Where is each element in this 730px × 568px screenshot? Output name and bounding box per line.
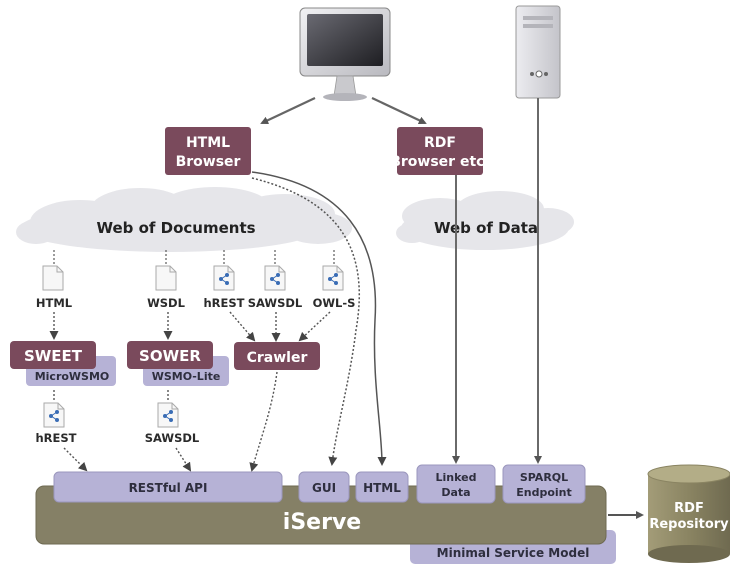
restful-api-interface: RESTful API — [53, 471, 283, 503]
rdf-repository-line1: RDF — [674, 501, 704, 516]
cloud-to-documents-connectors — [53, 250, 335, 264]
hrest-to-crawler-arrow — [229, 311, 256, 342]
html-browser-line2: Browser — [176, 154, 241, 170]
computer-monitor-icon — [299, 7, 391, 101]
iserve-title: iServe — [283, 510, 361, 535]
owls-linked-document-icon — [322, 265, 344, 291]
html-interface: HTML — [355, 471, 409, 503]
sparql-line2: Endpoint — [516, 486, 572, 499]
hrest-output-document-icon — [43, 402, 65, 428]
sweet-sub-label: MicroWSMO — [35, 370, 110, 383]
hrest-to-restful-api-arrow — [63, 447, 88, 472]
rdf-browser-box: RDF Browser etc. — [390, 127, 490, 175]
html-document-icon — [42, 265, 64, 291]
html-browser-to-html-arrow — [251, 171, 387, 466]
gui-label: GUI — [312, 481, 336, 495]
hrest-linked-document-icon — [213, 265, 235, 291]
restful-api-label: RESTful API — [129, 481, 208, 495]
owls-document-label: OWL-S — [313, 296, 356, 310]
web-of-data-label: Web of Data — [434, 219, 538, 237]
linked-data-interface: Linked Data — [416, 464, 496, 504]
computer-to-html-arrow — [260, 97, 316, 125]
wsdl-document-label: WSDL — [147, 296, 186, 310]
html-browser-line1: HTML — [186, 135, 230, 151]
sawsdl-linked-document-icon — [264, 265, 286, 291]
linked-data-line2: Data — [441, 486, 470, 499]
web-of-data-cloud: Web of Data — [396, 191, 574, 250]
linked-data-line1: Linked — [436, 471, 477, 484]
web-of-documents-cloud: Web of Documents — [16, 187, 352, 252]
html-browser-box: HTML Browser — [165, 127, 251, 175]
sparql-endpoint-interface: SPARQL Endpoint — [502, 464, 586, 504]
crawler-label: Crawler — [247, 350, 308, 366]
hrest-output-label: hREST — [35, 431, 76, 445]
html-interface-label: HTML — [363, 481, 401, 495]
gui-interface: GUI — [298, 471, 350, 503]
minimal-service-model-label: Minimal Service Model — [437, 546, 590, 560]
owls-to-crawler-arrow — [298, 311, 331, 342]
wsdl-document-icon — [155, 265, 177, 291]
sweet-label: SWEET — [24, 347, 83, 365]
html-browser-to-gui-arrow — [251, 177, 360, 466]
sparql-line1: SPARQL — [520, 471, 568, 484]
sawsdl-output-label: SAWSDL — [145, 431, 200, 445]
html-document-label: HTML — [36, 296, 73, 310]
sweet-tool-box: MicroWSMO SWEET — [10, 341, 116, 386]
web-of-documents-label: Web of Documents — [96, 219, 255, 237]
sower-tool-box: WSMO-Lite SOWER — [127, 341, 229, 386]
crawler-to-restful-api-arrow — [249, 371, 278, 472]
sower-label: SOWER — [139, 347, 201, 365]
sower-sub-label: WSMO-Lite — [152, 370, 221, 383]
sawsdl-document-label: SAWSDL — [248, 296, 303, 310]
computer-to-rdf-arrow — [371, 97, 427, 125]
server-tower-icon — [515, 5, 561, 99]
rdf-browser-line2: Browser etc. — [390, 154, 490, 170]
crawler-tool-box: Crawler — [234, 342, 320, 370]
rdf-repository-line2: Repository — [649, 517, 729, 532]
sawsdl-output-document-icon — [157, 402, 179, 428]
sawsdl-to-restful-api-arrow — [175, 447, 192, 472]
rdf-browser-line1: RDF — [424, 135, 456, 151]
rdf-repository-cylinder: RDF Repository — [647, 464, 730, 563]
hrest-document-label: hREST — [203, 296, 244, 310]
